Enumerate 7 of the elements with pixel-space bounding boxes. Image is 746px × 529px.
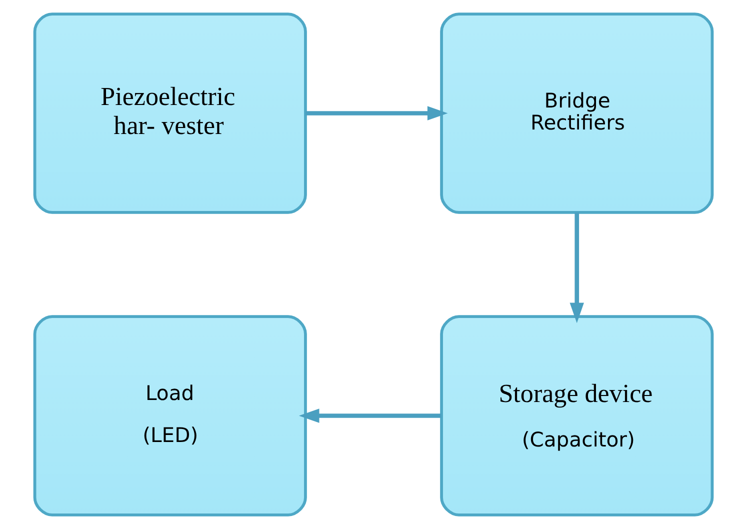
node-box: Storage device (Capacitor) xyxy=(440,315,714,516)
arrow xyxy=(305,106,448,120)
node-box: Piezoelectric har- vester xyxy=(32,12,306,214)
arrow xyxy=(298,408,441,423)
node-box: Bridge Rectifiers xyxy=(440,12,714,214)
arrow xyxy=(569,212,584,324)
node-box: Load (LED) xyxy=(32,315,306,516)
